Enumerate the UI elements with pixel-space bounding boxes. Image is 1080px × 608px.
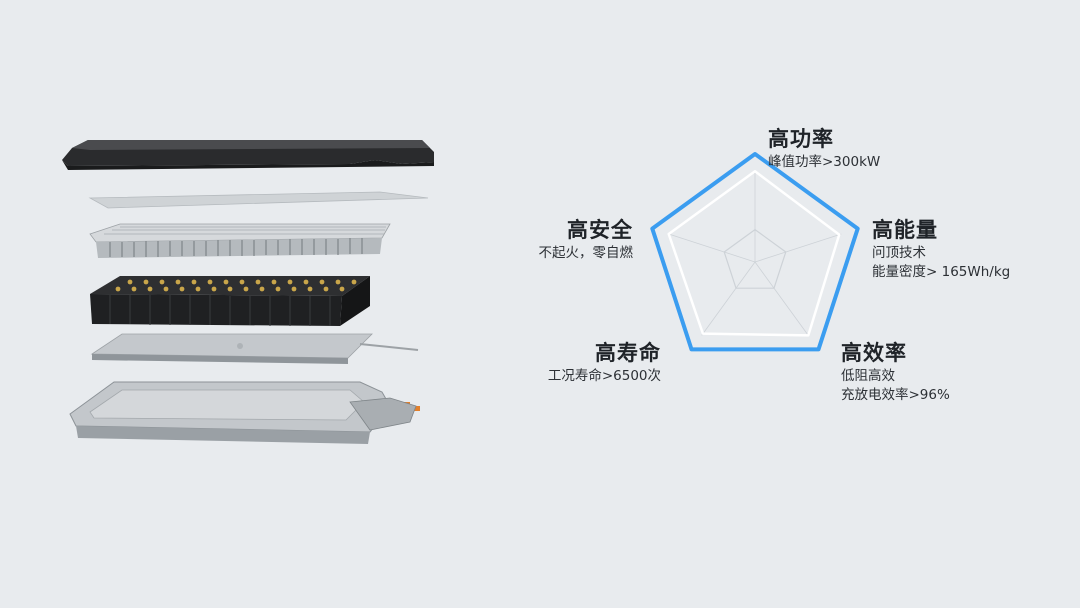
battery-housing-tray [69, 381, 420, 444]
radar-spoke-energy [754, 233, 842, 263]
radar-series-outer [650, 152, 860, 352]
axis-desc-efficiency-1: 低阻高效 [841, 368, 895, 384]
exploded-battery-pack-icon [62, 140, 434, 444]
axis-title-efficiency: 高效率 [841, 341, 907, 365]
axis-label-power: 高功率 峰值功率>300kW [768, 123, 880, 172]
axis-label-safety: 高安全 不起火，零自燃 [539, 214, 634, 263]
axis-desc-power: 峰值功率>300kW [768, 154, 881, 170]
battery-cooling-plate [90, 333, 419, 364]
radar-spoke-efficiency [754, 261, 809, 336]
axis-desc-efficiency-2: 充放电效率>96% [841, 387, 950, 403]
axis-title-life: 高寿命 [595, 341, 661, 365]
radar-series-inner [667, 170, 841, 337]
radar-grid-inner [723, 228, 787, 289]
axis-desc-life: 工况寿命>6500次 [547, 368, 661, 384]
axis-label-energy: 高能量 问顶技术 能量密度> 165Wh/kg [872, 214, 1010, 282]
axis-desc-energy-2: 能量密度> 165Wh/kg [872, 264, 1011, 280]
axis-desc-energy-1: 问顶技术 [872, 245, 926, 261]
battery-top-cover [62, 140, 434, 170]
axis-title-power: 高功率 [768, 127, 834, 151]
axis-desc-safety: 不起火，零自燃 [538, 245, 634, 261]
battery-insulation-sheet [88, 191, 429, 209]
axis-title-safety: 高安全 [567, 218, 633, 242]
axis-label-life: 高寿命 工况寿命>6500次 [548, 337, 661, 386]
radar-spoke-life [701, 261, 756, 336]
radar-spoke-safety [668, 233, 756, 263]
radar-spokes [668, 171, 842, 336]
battery-cell-tray [89, 223, 391, 258]
battery-cell-modules [90, 276, 370, 326]
axis-label-efficiency: 高效率 低阻高效 充放电效率>96% [841, 337, 950, 405]
axis-title-energy: 高能量 [872, 218, 938, 242]
